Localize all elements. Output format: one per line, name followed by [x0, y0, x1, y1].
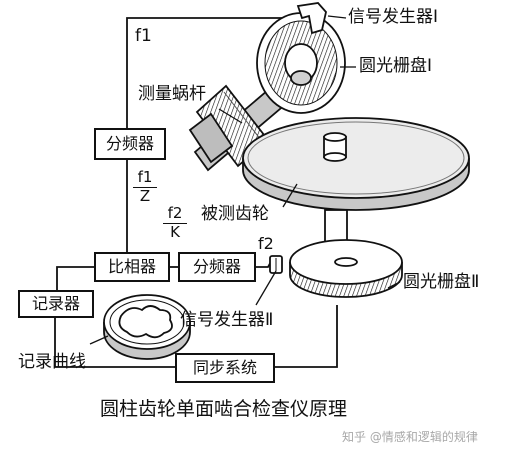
leader-gear — [282, 183, 298, 208]
fraction-f1-numerator: f1 — [133, 169, 157, 188]
circular-grating-2 — [289, 239, 403, 298]
signal-generator-2-head — [269, 255, 283, 274]
leader-gen1 — [327, 15, 347, 19]
label-gear-under-test: 被测齿轮 — [201, 204, 269, 224]
label-circular-grating-2: 圆光栅盘Ⅱ — [403, 272, 480, 292]
signal-wires — [54, 17, 338, 368]
fraction-f2-over-k: f2 K — [163, 205, 187, 241]
label-signal-generator-2: 信号发生器Ⅱ — [180, 310, 274, 330]
wire-sync-to-grating2 — [275, 305, 338, 368]
phase-comparator-box: 比相器 — [94, 252, 170, 282]
diagram-caption: 圆柱齿轮单面啮合检查仪原理 — [100, 398, 348, 420]
wire-comparator-to-recorder — [56, 266, 96, 290]
label-f2: f2 — [258, 234, 274, 253]
circular-grating-1 — [256, 12, 346, 114]
fraction-f2-numerator: f2 — [163, 205, 187, 224]
leader-curve — [89, 335, 109, 345]
fraction-f1-over-z: f1 Z — [133, 169, 157, 205]
wire-recorder-to-sync — [54, 318, 175, 368]
record-disc — [103, 294, 191, 360]
label-measuring-worm: 测量蜗杆 — [138, 84, 206, 104]
leader-worm — [218, 108, 243, 124]
label-f1: f1 — [135, 26, 152, 46]
recorder-box: 记录器 — [18, 290, 94, 318]
watermark: 知乎 @情感和逻辑的规律 — [342, 430, 478, 444]
wire-f1 — [126, 17, 300, 128]
label-record-curve: 记录曲线 — [18, 352, 86, 372]
label-circular-grating-1: 圆光栅盘Ⅰ — [359, 56, 433, 76]
leader-gen2 — [255, 270, 277, 306]
leader-lines — [89, 15, 401, 345]
label-signal-generator-1: 信号发生器Ⅰ — [348, 7, 439, 27]
frequency-divider-top-box: 分频器 — [94, 128, 166, 160]
fraction-z-denominator: Z — [139, 186, 151, 205]
signal-generator-1-head — [296, 2, 327, 35]
frequency-divider-bottom-box: 分频器 — [178, 252, 256, 282]
sync-system-box: 同步系统 — [175, 353, 275, 383]
leader-grating2 — [387, 281, 401, 289]
fraction-k-denominator: K — [170, 222, 180, 241]
gear-under-test — [242, 117, 470, 273]
